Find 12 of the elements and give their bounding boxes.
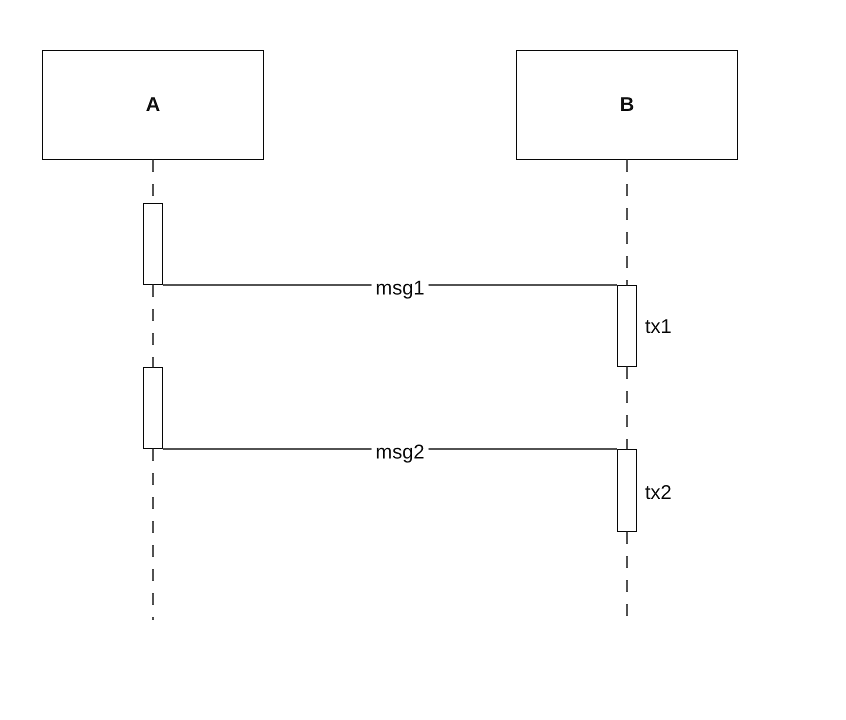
lifeline xyxy=(152,449,154,620)
participant-box: A xyxy=(42,50,264,160)
activation-label: tx2 xyxy=(645,482,672,505)
message-label: msg1 xyxy=(372,278,428,300)
message-label: msg2 xyxy=(372,442,428,464)
lifeline xyxy=(626,160,628,285)
activation-bar xyxy=(143,203,163,285)
activation-label: tx1 xyxy=(645,316,672,339)
activation-bar xyxy=(617,449,637,532)
participant-box: B xyxy=(516,50,738,160)
activation-bar xyxy=(617,285,637,367)
activation-bar xyxy=(143,367,163,449)
